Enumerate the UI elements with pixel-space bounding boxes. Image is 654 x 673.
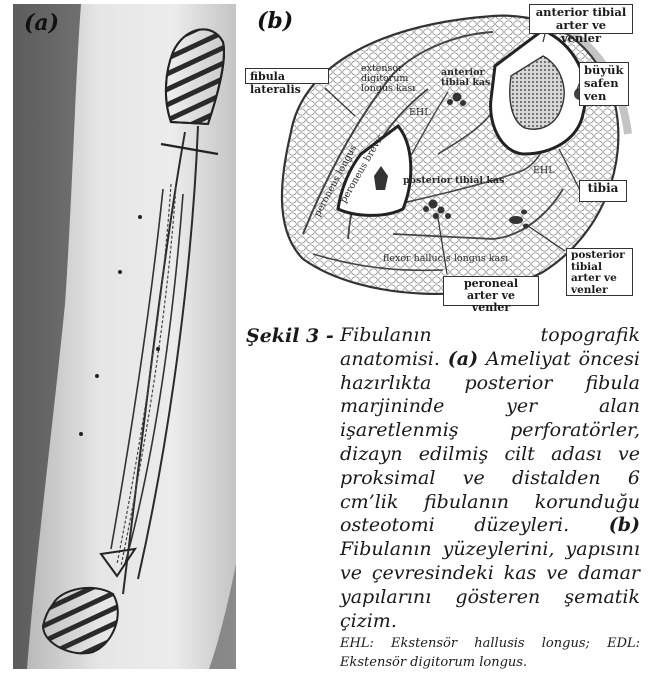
caption-a-marker: (a) [448,348,478,370]
caption-b-text: Fibulanın yüzeylerini, yapısını ve çevre… [340,538,640,631]
caption-b-marker: (b) [609,514,640,536]
label-ehl: EHL [533,166,555,176]
label-peroneal-vessels: peroneal arter ve venler [443,276,539,306]
panel-a-label: (a) [24,10,59,36]
label-posterior-tibial-muscle: posterior tibial kas [403,176,504,186]
preoperative-leg-photo: (a) [13,4,236,669]
label-ehl-inner: EHL [409,108,431,118]
leg-cross-section-diagram: (b) anterior tibial arter ve venler fibu… [243,4,633,306]
label-fibula-lateralis: fibula lateralis [245,68,329,84]
figure-caption: Şekil 3 - Fibulanın topografik anatomisi… [246,324,640,672]
caption-figure-number: Şekil 3 - [246,324,340,633]
label-great-saphenous-vein: büyük safen ven [579,62,629,106]
leg-marking-drawing [13,4,236,669]
label-flexor-hallucis-longus: flexor hallucis longus kası [383,254,508,264]
caption-text: Fibulanın topografik anatomisi. (a) Amel… [340,324,640,633]
label-posterior-tibial-vessels: posterior tibial arter ve venler [566,248,633,296]
caption-abbreviations: EHL: Ekstensör hallusis longus; EDL: Eks… [340,634,640,672]
label-tibia: tibia [579,180,627,202]
caption-a-text: Ameliyat öncesi hazırlıkta posterior fib… [340,348,640,537]
panel-b-label: (b) [257,8,293,34]
label-extensor-digitorum: extensor digitorum longus kası [361,64,421,94]
label-anterior-tibial-muscle: anterior tibial kas [441,68,499,88]
label-anterior-tibial-vessels: anterior tibial arter ve venler [529,4,633,34]
